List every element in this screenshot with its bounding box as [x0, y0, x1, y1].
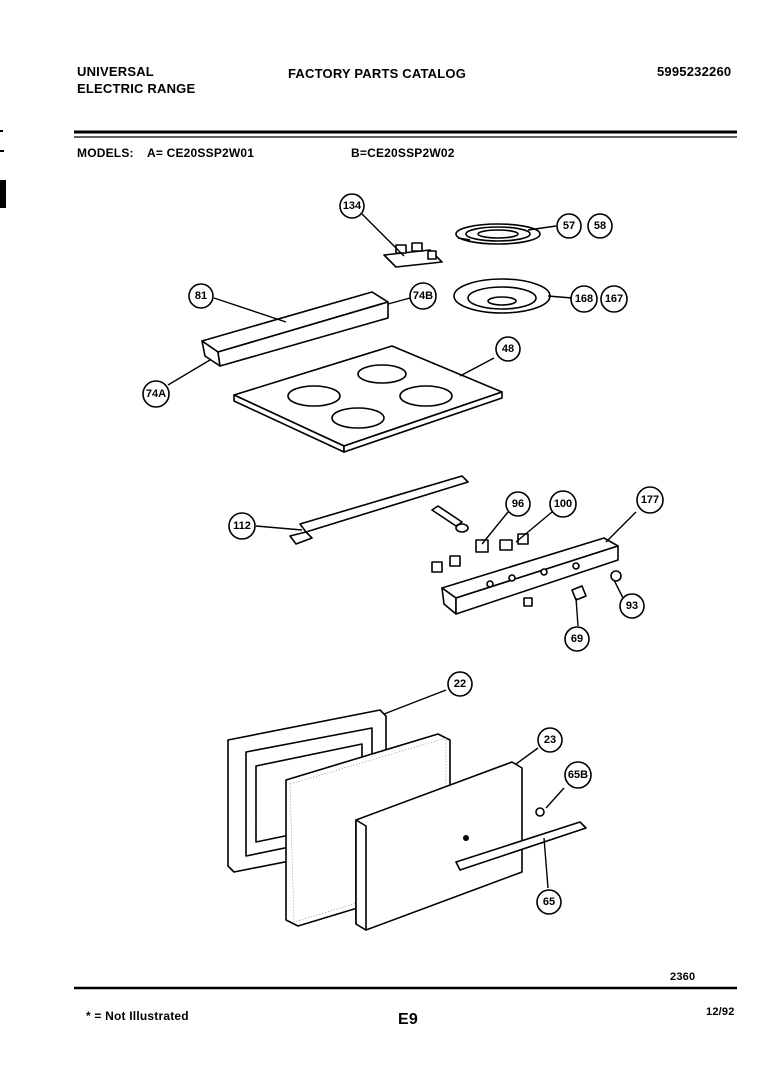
- models-label: MODELS:: [77, 146, 134, 160]
- part-control-panel: [431, 537, 619, 615]
- callout-label: 100: [554, 498, 572, 510]
- callout-96: 96: [505, 491, 531, 517]
- callout-label: 48: [502, 343, 514, 355]
- brand-line-1: UNIVERSAL: [77, 64, 154, 79]
- scan-edge-mark: [0, 180, 6, 208]
- page-number: E9: [398, 1011, 418, 1028]
- callout-23: 23: [537, 727, 563, 753]
- callout-167: 167: [600, 285, 628, 313]
- part-handle: [455, 807, 587, 871]
- model-a: A= CE20SSP2W01: [147, 146, 255, 160]
- part-trim-channel: [201, 291, 389, 367]
- callout-22: 22: [447, 671, 473, 697]
- brand-line-2: ELECTRIC RANGE: [77, 81, 196, 96]
- callout-134: 134: [339, 193, 365, 219]
- date-code: 12/92: [706, 1006, 735, 1018]
- callout-label: 112: [233, 520, 251, 532]
- callout-168: 168: [570, 285, 598, 313]
- part-door-panel: [355, 761, 523, 931]
- callout-label: 96: [512, 498, 524, 510]
- callout-57: 57: [556, 213, 582, 239]
- callout-74a: 74A: [142, 380, 170, 408]
- callout-label: 57: [563, 220, 575, 232]
- diagram-number: 2360: [670, 971, 696, 983]
- callout-label: 177: [641, 494, 659, 506]
- callout-label: 65: [543, 896, 555, 908]
- catalog-title: FACTORY PARTS CATALOG: [288, 66, 467, 81]
- callout-label: 93: [626, 600, 638, 612]
- part-knobs: [523, 570, 622, 607]
- catalog-number: 5995232260: [657, 64, 732, 79]
- part-switch: [431, 505, 529, 553]
- callout-74b: 74B: [409, 282, 437, 310]
- callout-label: 23: [544, 734, 556, 746]
- callout-label: 69: [571, 633, 583, 645]
- model-b: B=CE20SSP2W02: [351, 146, 455, 160]
- callout-93: 93: [619, 593, 645, 619]
- callout-177: 177: [636, 486, 664, 514]
- scan-edge-mark: [0, 150, 4, 152]
- callout-label: 168: [575, 293, 593, 305]
- callout-label: 74B: [413, 290, 433, 302]
- part-cooktop: [233, 345, 503, 453]
- not-illustrated-note: * = Not Illustrated: [86, 1009, 189, 1023]
- callout-81: 81: [188, 283, 214, 309]
- scan-edge-mark: [0, 130, 3, 132]
- callout-label: 74A: [146, 388, 166, 400]
- callout-48: 48: [495, 336, 521, 362]
- leader-lines: [167, 213, 637, 889]
- callout-65b: 65B: [564, 761, 592, 789]
- callout-label: 58: [594, 220, 606, 232]
- part-surface-element: [455, 223, 541, 245]
- callout-69: 69: [564, 626, 590, 652]
- callout-58: 58: [587, 213, 613, 239]
- callout-label: 22: [454, 678, 466, 690]
- part-terminal-block: [383, 242, 443, 268]
- callout-112: 112: [228, 512, 256, 540]
- callout-label: 81: [195, 290, 207, 302]
- callout-100: 100: [549, 490, 577, 518]
- callout-label: 65B: [568, 769, 588, 781]
- part-bracket: [289, 475, 469, 545]
- callout-65: 65: [536, 889, 562, 915]
- callout-label: 167: [605, 293, 623, 305]
- part-drip-bowl: [453, 278, 551, 314]
- callout-label: 134: [343, 200, 362, 212]
